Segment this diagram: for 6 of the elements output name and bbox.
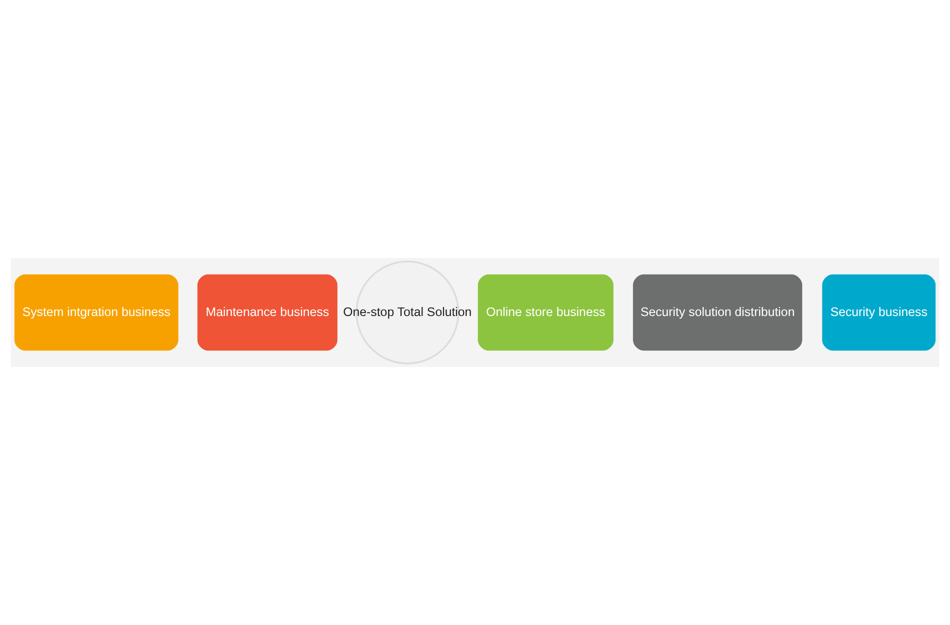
node-label: One-stop Total Solution <box>343 304 472 319</box>
node-box: Maintenance business <box>197 274 338 351</box>
node-box: Security business <box>822 274 936 351</box>
node-box: Online store business <box>478 274 614 351</box>
node-box: System intgration business <box>14 274 178 351</box>
node-box: Security solution distribution <box>632 274 802 351</box>
